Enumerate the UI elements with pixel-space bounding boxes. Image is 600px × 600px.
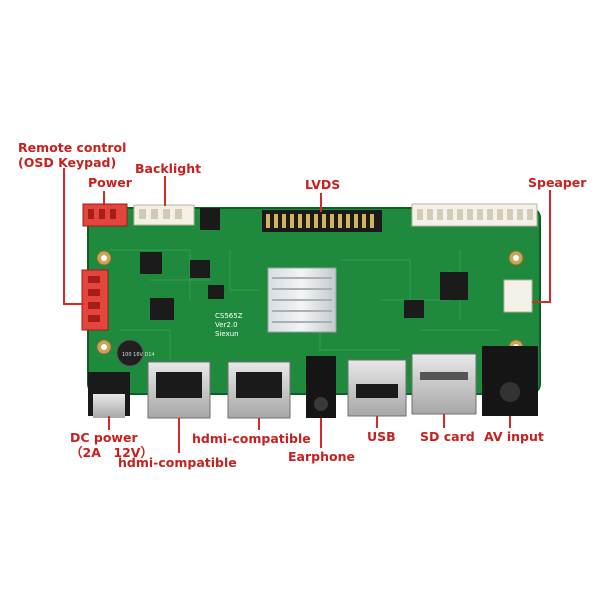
label-lvds: LVDS — [305, 177, 341, 192]
ic-chips — [140, 252, 468, 320]
label-earphone: Earphone — [288, 449, 355, 464]
leader-remote-control — [63, 168, 84, 305]
capacitor-marking: 100 16V D14 — [122, 352, 155, 358]
av-input-jack — [482, 346, 538, 416]
label-hdmi-left: hdmi-compatible — [118, 455, 237, 470]
label-sd-card: SD card — [420, 429, 475, 444]
label-remote-control: Remote control (OSD Keypad) — [18, 140, 127, 170]
capacitor — [116, 339, 144, 367]
label-speaker: Speaper — [528, 175, 587, 190]
speaker-side-connector — [503, 279, 533, 313]
label-backlight: Backlight — [135, 161, 202, 176]
label-usb: USB — [367, 429, 396, 444]
chip-marking-1: CS565Z — [215, 312, 243, 320]
label-av-input: AV input — [484, 429, 544, 444]
chip-marking-2: Ver2.0 — [215, 321, 238, 329]
chip-marking-3: Siexun — [215, 330, 239, 338]
leader-speaker — [532, 190, 551, 303]
speaker-connector — [411, 203, 538, 227]
small-header — [200, 208, 220, 230]
label-hdmi-right: hdmi-compatible — [192, 431, 311, 446]
sd-card-slot — [411, 353, 477, 415]
label-dc-power: DC power （2A 12V） — [70, 430, 153, 460]
label-power: Power — [88, 175, 132, 190]
